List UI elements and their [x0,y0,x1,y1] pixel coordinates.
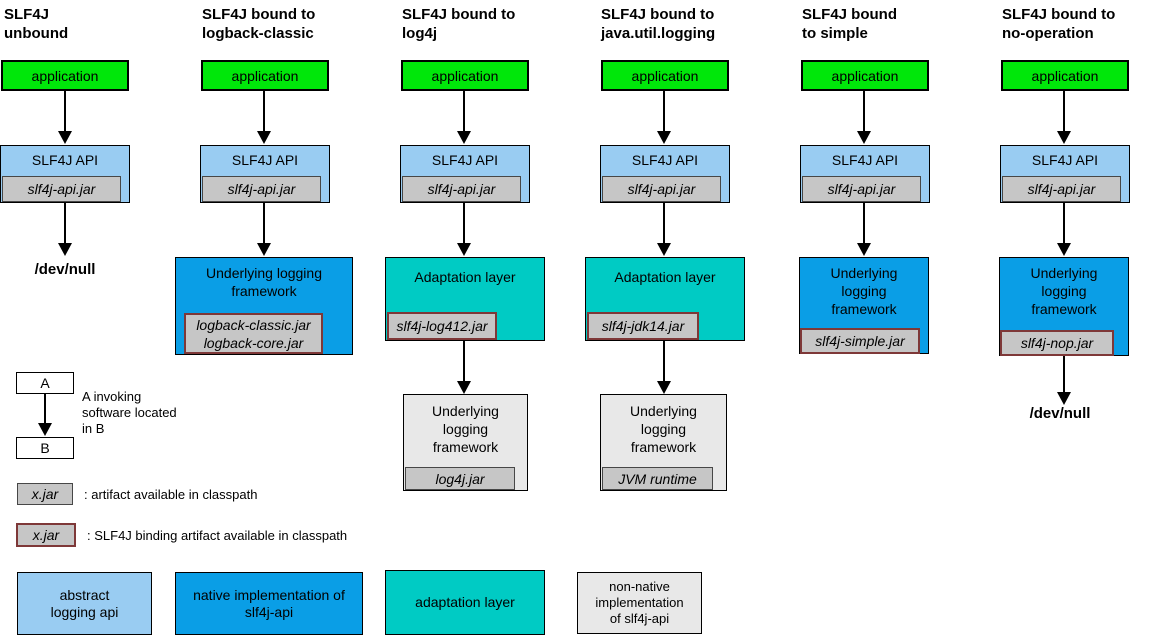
column-title: SLF4J bound to log4j [402,6,516,42]
legend-invoking-caption: A invoking software located in B [82,389,177,436]
underlying-framework-box: Underlying logging framework log4j.jar [403,394,528,491]
arrow-api-to-adaptation [663,203,665,243]
arrow-api-to-adaptation [463,203,465,243]
binding-jar: logback-classic.jar logback-core.jar [184,313,323,354]
binding-jar: slf4j-jdk14.jar [587,312,699,340]
binding-jar: slf4j-log412.jar [387,312,497,340]
arrowhead-icon [457,243,471,256]
arrowhead-icon [657,243,671,256]
adaptation-layer-box: Adaptation layer slf4j-jdk14.jar [585,257,745,341]
application-box: application [401,60,529,91]
slf4j-api-box: SLF4J API slf4j-api.jar [800,145,930,203]
arrow-app-to-api [263,91,265,131]
jar-caption: : artifact available in classpath [84,487,258,502]
arrowhead-icon [58,243,72,256]
application-box: application [1001,60,1129,91]
framework-jar: JVM runtime [602,467,713,490]
swatch-non-native-impl: non-native implementation of slf4j-api [577,572,702,634]
slf4j-api-jar: slf4j-api.jar [402,176,521,202]
framework-jar: log4j.jar [405,467,515,490]
slf4j-api-box: SLF4J API slf4j-api.jar [0,145,130,203]
arrow-app-to-api [663,91,665,131]
slf4j-api-jar: slf4j-api.jar [202,176,321,202]
arrow-app-to-api [64,91,66,131]
jar-sample: x.jar [17,483,73,505]
binding-jar: slf4j-nop.jar [1000,330,1114,356]
arrow-framework-to-devnull [1063,356,1065,392]
arrow-api-to-framework [1063,203,1065,243]
underlying-framework-box: Underlying logging framework slf4j-simpl… [799,257,929,354]
swatch-adaptation-layer: adaptation layer [385,570,545,635]
arrow-api-to-framework [863,203,865,243]
arrowhead-icon [857,131,871,144]
arrowhead-icon [257,131,271,144]
swatch-native-impl: native implementation of slf4j-api [175,572,363,635]
binding-jar-caption: : SLF4J binding artifact available in cl… [87,528,348,543]
arrow-app-to-api [863,91,865,131]
arrow-app-to-api [1063,91,1065,131]
underlying-framework-box: Underlying logging framework slf4j-nop.j… [999,257,1129,356]
underlying-framework-box: Underlying logging framework logback-cla… [175,257,353,355]
arrowhead-icon [58,131,72,144]
slf4j-api-box: SLF4J API slf4j-api.jar [400,145,530,203]
application-box: application [601,60,729,91]
slf4j-api-jar: slf4j-api.jar [602,176,721,202]
arrowhead-icon [457,381,471,394]
devnull-label: /dev/null [34,261,96,278]
legend-arrow [44,394,46,423]
arrow-adaptation-to-framework [663,341,665,381]
arrow-app-to-api [463,91,465,131]
binding-jar-sample: x.jar [16,523,76,547]
arrowhead-icon [457,131,471,144]
arrowhead-icon [657,131,671,144]
column-title: SLF4J bound to no-operation [1002,6,1116,42]
slf4j-api-jar: slf4j-api.jar [1002,176,1121,202]
slf4j-api-box: SLF4J API slf4j-api.jar [600,145,730,203]
arrowhead-icon [657,381,671,394]
arrowhead-icon [857,243,871,256]
legend-box-a: A [16,372,74,394]
slf4j-api-jar: slf4j-api.jar [802,176,921,202]
application-box: application [1,60,129,91]
application-box: application [201,60,329,91]
adaptation-layer-box: Adaptation layer slf4j-log412.jar [385,257,545,341]
column-title: SLF4J bound to simple [802,6,897,42]
arrowhead-icon [38,423,52,436]
application-box: application [801,60,929,91]
swatch-abstract-api: abstract logging api [17,572,152,635]
column-title: SLF4J bound to java.util.logging [601,6,716,42]
arrow-api-to-framework [263,203,265,243]
arrowhead-icon [257,243,271,256]
arrowhead-icon [1057,131,1071,144]
devnull-label: /dev/null [1029,405,1091,422]
slf4j-api-jar: slf4j-api.jar [2,176,121,202]
legend-box-b: B [16,437,74,459]
arrowhead-icon [1057,243,1071,256]
slf4j-api-box: SLF4J API slf4j-api.jar [200,145,330,203]
column-title: SLF4J unbound [4,6,69,42]
arrowhead-icon [1057,392,1071,405]
arrow-adaptation-to-framework [463,341,465,381]
slf4j-api-box: SLF4J API slf4j-api.jar [1000,145,1130,203]
arrow-api-to-devnull [64,203,66,243]
binding-jar: slf4j-simple.jar [800,328,920,354]
column-title: SLF4J bound to logback-classic [202,6,316,42]
underlying-framework-box: Underlying logging framework JVM runtime [600,394,727,491]
